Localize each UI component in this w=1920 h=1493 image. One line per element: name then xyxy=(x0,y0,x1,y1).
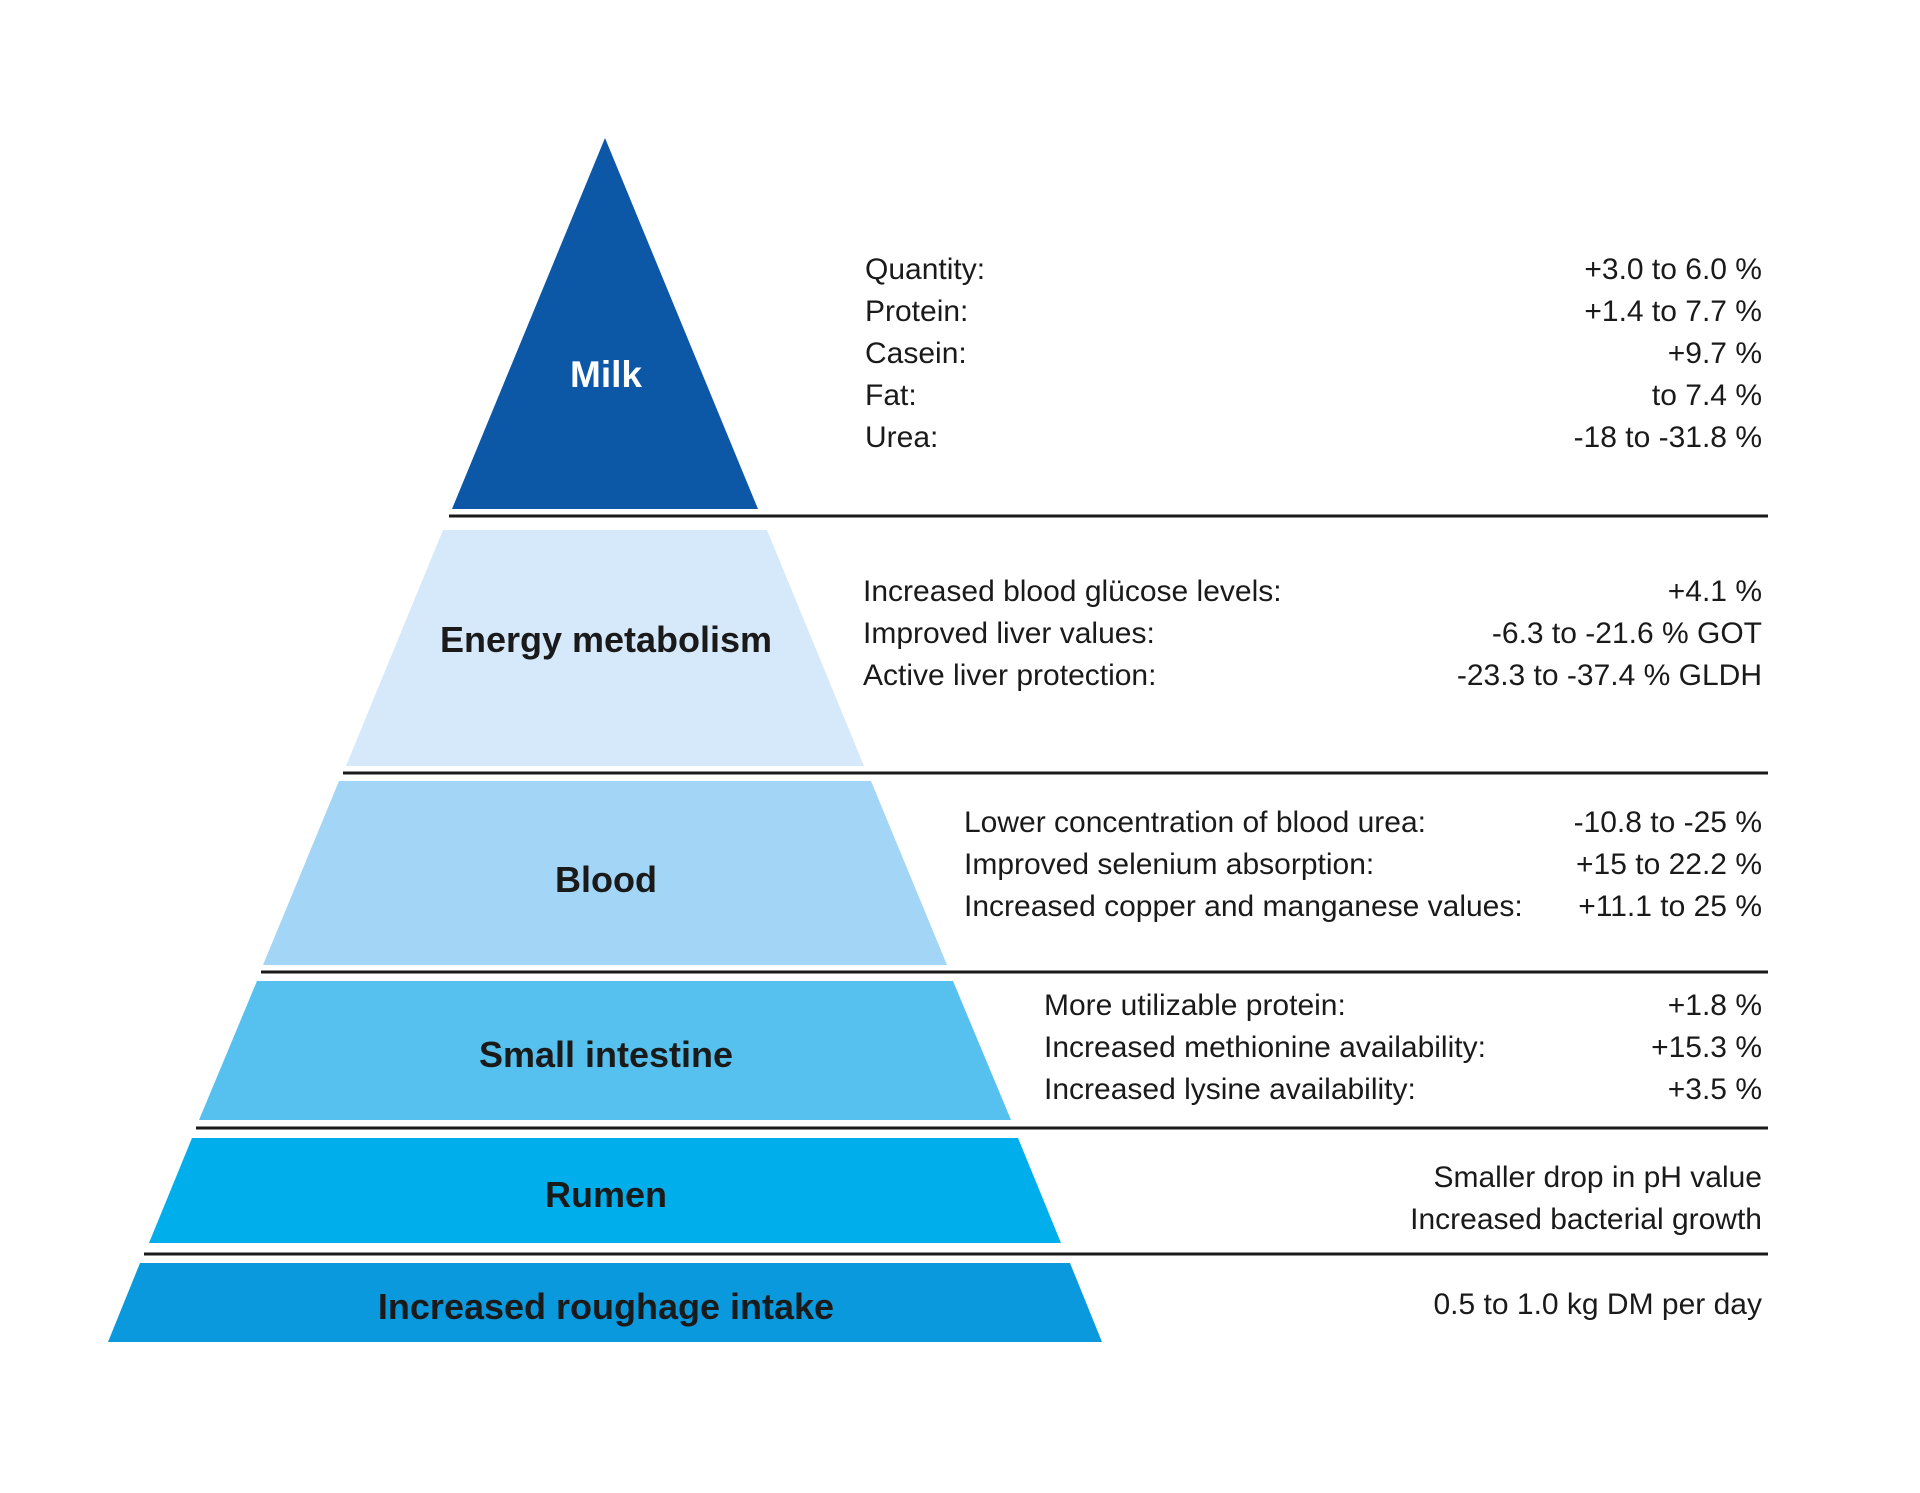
stat-value: Smaller drop in pH value xyxy=(1433,1161,1763,1194)
stat-value: +4.1 % xyxy=(1667,575,1762,608)
stat-row: Protein: +1.4 to 7.7 % xyxy=(865,291,1762,333)
stat-label: Increased methionine availability: xyxy=(1044,1031,1486,1064)
stat-row: Lower concentration of blood urea: -10.8… xyxy=(964,802,1762,844)
stat-row: Casein: +9.7 % xyxy=(865,333,1762,375)
stat-row: 0.5 to 1.0 kg DM per day xyxy=(1162,1284,1762,1326)
stat-label: Lower concentration of blood urea: xyxy=(964,806,1426,839)
stat-value: +9.7 % xyxy=(1667,337,1762,370)
layer-shape-rumen xyxy=(149,1138,1061,1243)
stat-row: Improved selenium absorption: +15 to 22.… xyxy=(964,844,1762,886)
stat-value: -6.3 to -21.6 % GOT xyxy=(1491,617,1762,650)
stat-value: 0.5 to 1.0 kg DM per day xyxy=(1433,1288,1762,1321)
stat-row: Improved liver values: -6.3 to -21.6 % G… xyxy=(863,613,1762,655)
layer-shape-roughage-intake xyxy=(108,1263,1102,1342)
stat-label: Improved selenium absorption: xyxy=(964,848,1375,881)
layer-label-rumen: Rumen xyxy=(544,1174,667,1215)
stat-row: Active liver protection: -23.3 to -37.4 … xyxy=(863,655,1762,697)
layer-label-small-intestine: Small intestine xyxy=(478,1034,734,1075)
stat-value: +3.5 % xyxy=(1667,1073,1762,1106)
stat-label: Quantity: xyxy=(865,253,986,286)
stat-label: Improved liver values: xyxy=(863,617,1155,650)
layer-label-roughage-intake: Increased roughage intake xyxy=(377,1286,835,1327)
stat-label: Increased blood glücose levels: xyxy=(863,575,1282,608)
blood-stats: Lower concentration of blood urea: -10.8… xyxy=(964,802,1762,928)
stat-row: Quantity: +3.0 to 6.0 % xyxy=(865,249,1762,291)
stat-label: Casein: xyxy=(865,337,967,370)
stat-value: +15.3 % xyxy=(1651,1031,1762,1064)
stat-row: Fat: to 7.4 % xyxy=(865,375,1762,417)
layer-label-energy-metabolism: Energy metabolism xyxy=(439,619,773,660)
stat-row: Increased lysine availability: +3.5 % xyxy=(1044,1069,1762,1111)
energy-metabolism-stats: Increased blood glücose levels: +4.1 % I… xyxy=(863,571,1762,697)
stat-value: Increased bacterial growth xyxy=(1410,1203,1762,1236)
roughage-intake-stats: 0.5 to 1.0 kg DM per day xyxy=(1162,1284,1762,1326)
stat-row: Increased blood glücose levels: +4.1 % xyxy=(863,571,1762,613)
stat-value: +11.1 to 25 % xyxy=(1578,890,1762,923)
stat-label: More utilizable protein: xyxy=(1044,989,1346,1022)
stat-row: Increased bacterial growth xyxy=(1162,1199,1762,1241)
stat-label: Increased copper and manganese values: xyxy=(964,890,1523,923)
stat-label: Active liver protection: xyxy=(863,659,1157,692)
stat-value: +15 to 22.2 % xyxy=(1576,848,1762,881)
stat-label: Protein: xyxy=(865,295,969,328)
layer-shape-blood xyxy=(263,781,947,965)
stat-row: Increased copper and manganese values: +… xyxy=(964,886,1762,928)
layer-shape-milk xyxy=(452,138,758,509)
stat-row: Smaller drop in pH value xyxy=(1162,1157,1763,1199)
rumen-stats: Smaller drop in pH value Increased bacte… xyxy=(1162,1157,1762,1241)
stat-row: Urea: -18 to -31.8 % xyxy=(865,417,1762,459)
stat-label: Increased lysine availability: xyxy=(1044,1073,1416,1106)
layer-label-milk: Milk xyxy=(570,354,642,395)
stat-value: +3.0 to 6.0 % xyxy=(1584,253,1762,286)
stat-label: Fat: xyxy=(865,379,917,412)
stat-value: +1.4 to 7.7 % xyxy=(1584,295,1762,328)
layer-label-blood: Blood xyxy=(555,859,657,900)
layer-shape-small-intestine xyxy=(199,981,1011,1120)
stat-value: -18 to -31.8 % xyxy=(1573,421,1762,454)
stat-value: to 7.4 % xyxy=(1651,379,1762,412)
stat-row: More utilizable protein: +1.8 % xyxy=(1044,985,1762,1027)
small-intestine-stats: More utilizable protein: +1.8 % Increase… xyxy=(1044,985,1762,1111)
stat-row: Increased methionine availability: +15.3… xyxy=(1044,1027,1762,1069)
layer-shape-energy-metabolism xyxy=(346,530,864,766)
stat-value: -23.3 to -37.4 % GLDH xyxy=(1456,659,1762,692)
stat-label: Urea: xyxy=(865,421,939,454)
stat-value: -10.8 to -25 % xyxy=(1573,806,1762,839)
milk-stats: Quantity: +3.0 to 6.0 % Protein: +1.4 to… xyxy=(865,249,1762,459)
stat-value: +1.8 % xyxy=(1667,989,1762,1022)
